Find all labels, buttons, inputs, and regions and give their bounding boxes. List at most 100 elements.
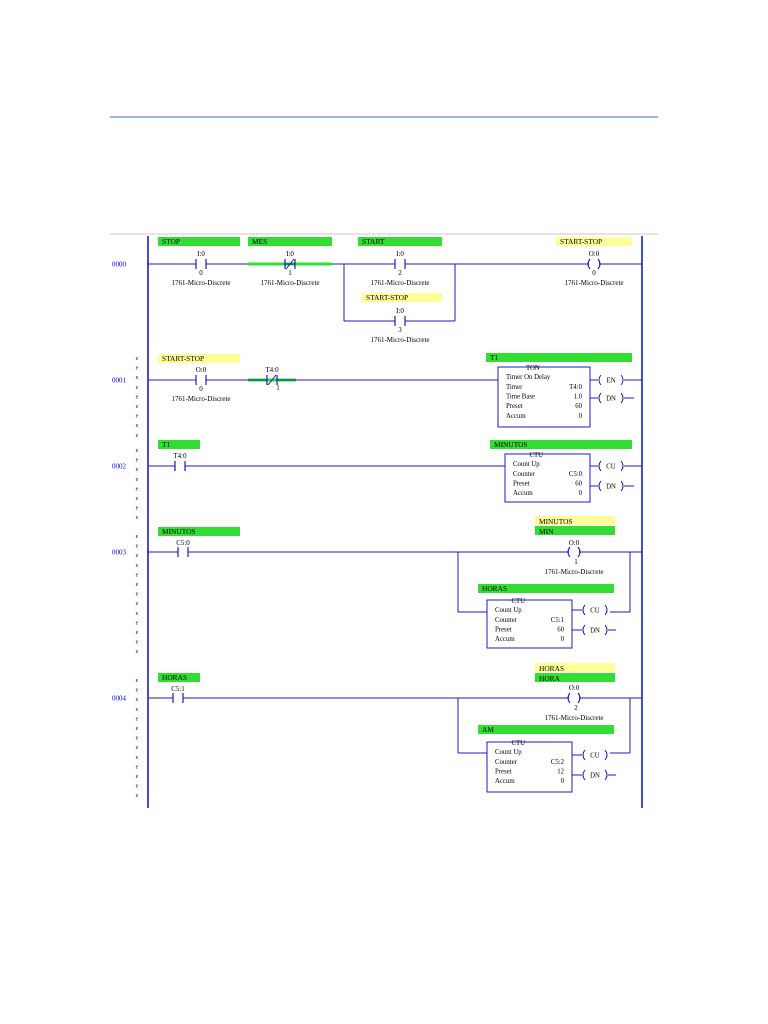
- contact-t1: [174, 461, 186, 471]
- rung-comment-marker: e: [136, 736, 139, 742]
- rung-comment-marker: e: [136, 563, 139, 569]
- ctu-counter-am-title: CTU: [512, 740, 526, 747]
- block-tag-am-bg: [478, 725, 614, 734]
- rung-comment-marker: e: [136, 678, 139, 684]
- ton-timer-block-param-value: T4:0: [569, 384, 582, 391]
- contact-tag-mes: MES: [252, 237, 267, 246]
- contact-tag-stop: STOP: [162, 237, 180, 246]
- contact-bit-mes: 1: [288, 269, 292, 277]
- ctu-counter-am-param-value: 0: [561, 778, 565, 785]
- output-dn-am: DN: [590, 773, 600, 780]
- coil-tag-hora: HORA: [539, 674, 561, 683]
- coil-desc-hora: 1761-Micro-Discrete: [544, 714, 603, 722]
- ctu-counter-am-box: [486, 741, 573, 793]
- ctu-counter-minutos-param-label: Accum: [513, 490, 533, 497]
- contact-horas: [172, 693, 184, 703]
- coil-tag-horas-bg: [535, 663, 615, 672]
- rung-comment-marker: e: [136, 764, 139, 770]
- output-en: EN: [606, 378, 615, 385]
- output-en-left-arc: [598, 374, 602, 386]
- contact-tag-t1: T1: [162, 440, 171, 449]
- coil-bit-start-stop: 0: [592, 269, 596, 277]
- contact-bit-o0: 0: [199, 385, 203, 393]
- output-dn-right-arc: [620, 392, 624, 404]
- rung-number-0000: 0000: [112, 261, 127, 269]
- ton-timer-block-box: [497, 366, 591, 428]
- rung-number-0001: 0001: [112, 377, 127, 385]
- contact-address-mes: I:0: [286, 250, 294, 258]
- rung-number-0003: 0003: [112, 549, 127, 557]
- rung-comment-marker: e: [136, 375, 139, 381]
- ctu-counter-am-param-value: C5:2: [551, 759, 565, 766]
- ctu-counter-horas-box: [486, 599, 573, 649]
- coil-tag-start-stop-bg: [556, 237, 632, 246]
- contact-desc-mes: 1761-Micro-Discrete: [260, 279, 319, 287]
- ctu-counter-minutos-instruction-name: Count Up: [513, 461, 540, 468]
- ctu-counter-minutos-param-value: 60: [575, 481, 582, 488]
- rung-comment-marker: e: [136, 448, 139, 454]
- rung-comment-marker: e: [136, 611, 139, 617]
- ctu-counter-horas-param-label: Accum: [495, 636, 515, 643]
- output-dn-am-right-arc: [604, 769, 608, 781]
- output-dn-horas-left-arc: [582, 624, 586, 636]
- ctu-counter-horas-param-label: Preset: [495, 627, 512, 634]
- rung-comment-marker: e: [136, 697, 139, 703]
- contact-stop: [195, 259, 207, 269]
- rung-comment-marker: e: [136, 356, 139, 362]
- coil-desc-min: 1761-Micro-Discrete: [544, 568, 603, 576]
- rung-comment-marker: e: [136, 620, 139, 626]
- contact-desc-stop: 1761-Micro-Discrete: [171, 279, 230, 287]
- rung-number-0002: 0002: [112, 463, 127, 471]
- contact-tag-start-stop-2-bg: [158, 354, 240, 363]
- block-tag-t1: T1: [490, 353, 499, 362]
- block-tag-am: AM: [482, 725, 494, 734]
- output-cu-am-right-arc: [604, 749, 608, 761]
- rung-comment-marker: e: [136, 366, 139, 372]
- contact-tag-minutos: MINUTOS: [162, 527, 196, 536]
- rung-comment-marker: e: [136, 467, 139, 473]
- coil-address-hora: O:0: [569, 684, 580, 692]
- rung-comment-marker: e: [136, 784, 139, 790]
- output-cu-horas-left-arc: [582, 604, 586, 616]
- block-tag-horas-bg: [478, 584, 614, 593]
- coil-start-stop-right-arc: [597, 258, 601, 270]
- ctu-counter-minutos-title: CTU: [530, 452, 544, 459]
- contact-desc-start-stop: 1761-Micro-Discrete: [370, 336, 429, 344]
- contact-t4-0-dn-slash: [267, 374, 277, 386]
- rung-comment-marker: e: [136, 630, 139, 636]
- contact-address-o0: O:0: [196, 366, 207, 374]
- contact-start-stop: [394, 316, 406, 326]
- coil-bit-hora: 2: [574, 704, 578, 712]
- coil-address-min: O:0: [569, 539, 580, 547]
- contact-bit-start-stop: 3: [398, 326, 402, 334]
- contact-tag-minutos-bg: [158, 527, 240, 536]
- contact-tag-start-bg: [358, 237, 442, 246]
- rung-comment-marker: e: [136, 534, 139, 540]
- contact-tag-start-stop: START-STOP: [366, 293, 408, 302]
- contact-tag-start: START: [362, 237, 385, 246]
- rung-comment-marker: e: [136, 572, 139, 578]
- rung-comment-marker: e: [136, 716, 139, 722]
- rung-comment-marker: e: [136, 423, 139, 429]
- contact-address-c5-0: C5:0: [176, 539, 190, 547]
- contact-tag-horas: HORAS: [162, 673, 187, 682]
- output-dn-horas: DN: [590, 628, 600, 635]
- contact-bit-t4-0: 1: [276, 384, 280, 392]
- ton-timer-block-param-label: Timer: [506, 384, 523, 391]
- block-tag-t1-bg: [486, 353, 632, 362]
- contact-tag-start-stop-bg: [362, 293, 442, 302]
- ton-timer-block-param-value: 60: [575, 403, 582, 410]
- contact-start: [394, 259, 406, 269]
- output-dn: DN: [606, 396, 616, 403]
- rung-comment-marker: e: [136, 649, 139, 655]
- coil-tag-horas: HORAS: [539, 664, 564, 673]
- coil-tag-start-stop: START-STOP: [560, 237, 602, 246]
- rung-comment-marker: e: [136, 394, 139, 400]
- contact-tag-mes-bg: [248, 237, 332, 246]
- contact-address-stop: I:0: [197, 250, 205, 258]
- contact-tag-stop-bg: [158, 237, 240, 246]
- ctu-counter-am-param-label: Accum: [495, 778, 515, 785]
- block-tag-horas: HORAS: [482, 584, 507, 593]
- rung-comment-marker: e: [136, 640, 139, 646]
- ton-timer-block-param-value: 1.0: [574, 394, 583, 401]
